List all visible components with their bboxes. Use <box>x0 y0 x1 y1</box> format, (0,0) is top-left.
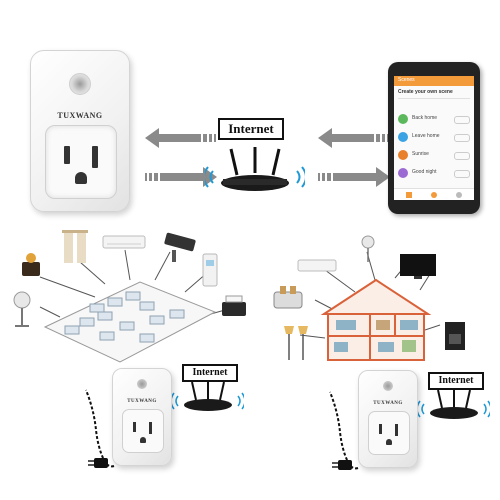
plug-indicator-icon <box>69 73 91 95</box>
plug-brand-label: TUXWANG <box>127 399 157 404</box>
phone-header-title: Scenes <box>398 77 415 83</box>
phone-bottom-nav <box>394 188 474 200</box>
house-icon <box>320 278 432 361</box>
scene-toggle[interactable] <box>454 152 470 160</box>
smart-plug-top: TUXWANG <box>30 50 130 212</box>
smart-plug-office: TUXWANG <box>112 368 172 466</box>
arrow-left-icon <box>318 128 389 148</box>
scene-toggle[interactable] <box>454 134 470 142</box>
curtain-icon <box>62 230 88 263</box>
scene-icon <box>398 132 408 142</box>
arrows-left-pair <box>145 128 217 187</box>
coffee-maker-icon <box>445 322 465 350</box>
office-building-icon <box>43 281 217 363</box>
office-scene <box>13 230 246 363</box>
arrow-right-icon <box>318 167 390 187</box>
connection-lines <box>39 249 226 318</box>
scene-item[interactable]: Back home <box>398 112 470 126</box>
phone-header: Scenes <box>394 76 474 86</box>
phone-prompt: Create your own scene <box>398 89 453 95</box>
wifi-icon <box>418 400 490 418</box>
fan-icon <box>361 235 375 262</box>
phone-screen: Scenes Create your own scene Back home L… <box>394 76 474 200</box>
phone-prompt-divider <box>398 98 470 99</box>
scene-label: Good night <box>412 169 437 175</box>
router-icon <box>418 389 490 419</box>
home-scene <box>273 235 465 361</box>
arrows-right-pair <box>318 128 390 187</box>
scene-label: Back home <box>412 115 438 121</box>
air-conditioner-icon <box>102 235 146 249</box>
internet-label: Internet <box>218 118 284 140</box>
socket-face <box>45 125 117 199</box>
smartphone: Scenes Create your own scene Back home L… <box>388 62 480 214</box>
water-dispenser-icon <box>202 253 218 287</box>
wifi-icon <box>296 166 305 188</box>
air-conditioner-icon <box>297 259 337 272</box>
plug-indicator-icon <box>383 381 393 391</box>
socket-slot-right <box>92 146 98 168</box>
camera-icon <box>164 232 196 262</box>
desk-lamp-icon <box>22 253 40 276</box>
scene-item[interactable]: Sunrise <box>398 148 470 162</box>
router-icon <box>205 147 305 191</box>
scene-toggle[interactable] <box>454 116 470 124</box>
scene-label: Leave home <box>412 133 440 139</box>
plug-indicator-icon <box>137 379 147 389</box>
internet-label: Internet <box>182 364 238 382</box>
socket-slot-left <box>64 146 70 164</box>
arrow-right-icon <box>145 167 217 187</box>
nav-profile-icon[interactable] <box>456 192 462 198</box>
socket-face <box>368 411 410 455</box>
scene-icon <box>398 114 408 124</box>
socket-face <box>122 409 164 453</box>
arrow-left-icon <box>145 128 216 148</box>
power-cord-icon <box>85 389 115 468</box>
scene-icon <box>398 150 408 160</box>
connection-lines <box>299 251 441 339</box>
wifi-icon <box>172 392 244 410</box>
fan-icon <box>13 291 31 327</box>
smart-plug-home: TUXWANG <box>358 370 418 468</box>
scene-label: Sunrise <box>412 151 429 157</box>
tv-icon <box>400 254 436 279</box>
printer-icon <box>222 295 246 316</box>
plug-brand-label: TUXWANG <box>373 401 403 406</box>
nav-home-icon[interactable] <box>406 192 412 198</box>
scene-icon <box>398 168 408 178</box>
scene-item[interactable]: Good night <box>398 166 470 180</box>
toaster-icon <box>273 286 303 309</box>
scene-toggle[interactable] <box>454 170 470 178</box>
scene-item[interactable]: Leave home <box>398 130 470 144</box>
plug-brand-label: TUXWANG <box>57 111 103 120</box>
socket-ground-hole <box>75 172 87 184</box>
wifi-icon <box>205 166 214 188</box>
power-cord-icon <box>329 391 359 470</box>
router-icon <box>172 381 244 411</box>
floor-lamp-icon <box>284 326 308 360</box>
internet-label: Internet <box>428 372 484 390</box>
nav-scene-icon[interactable] <box>431 192 437 198</box>
